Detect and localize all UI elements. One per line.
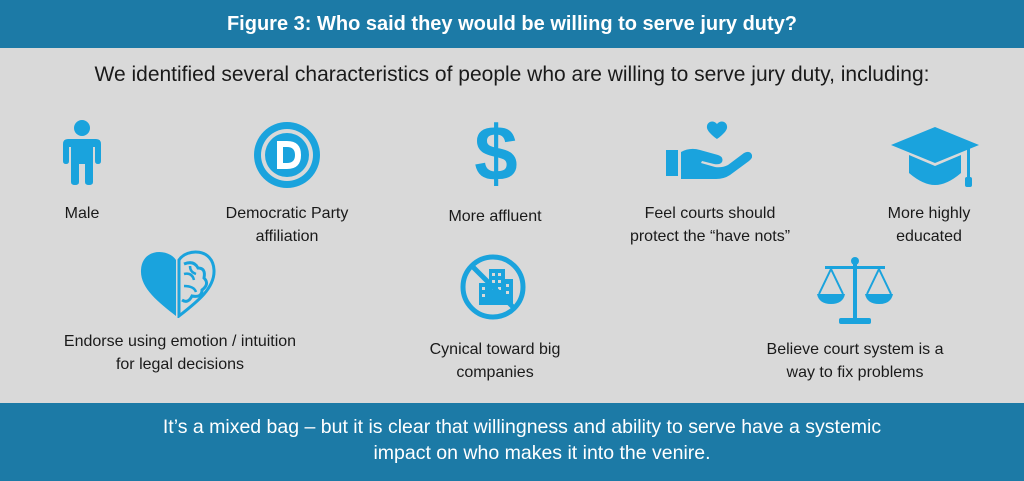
graduation-cap-icon bbox=[891, 125, 981, 191]
footer-banner: It’s a mixed bag – but it is clear that … bbox=[0, 403, 1024, 481]
heart-brain-icon bbox=[138, 250, 216, 318]
label-affluent: More affluent bbox=[448, 208, 542, 225]
intro-text: We identified several characteristics of… bbox=[94, 63, 930, 86]
dollar-sign-icon: $ bbox=[466, 114, 526, 190]
label-highly-educated: More highly educated bbox=[887, 205, 971, 245]
label-democratic-party: Democratic Party affiliation bbox=[225, 205, 349, 245]
label-protect-have-nots: Feel courts should protect the “have not… bbox=[629, 205, 791, 245]
footer-line-2: impact on who makes it into the venire. bbox=[373, 442, 711, 464]
label-cynical-companies: Cynical toward big companies bbox=[429, 341, 561, 381]
label-court-fix-problems: Believe court system is a way to fix pro… bbox=[766, 341, 944, 381]
male-person-icon bbox=[57, 119, 107, 185]
hand-heart-icon bbox=[666, 120, 752, 180]
figure-title: Figure 3: Who said they would be willing… bbox=[0, 0, 1024, 48]
svg-text:$: $ bbox=[474, 114, 517, 190]
label-emotion-intuition: Endorse using emotion / intuition for le… bbox=[63, 333, 297, 373]
footer-line-1: It’s a mixed bag – but it is clear that … bbox=[162, 416, 882, 438]
label-male: Male bbox=[64, 205, 100, 222]
no-big-companies-icon bbox=[459, 253, 527, 321]
scales-of-justice-icon bbox=[817, 256, 893, 326]
democratic-party-icon bbox=[252, 120, 322, 190]
